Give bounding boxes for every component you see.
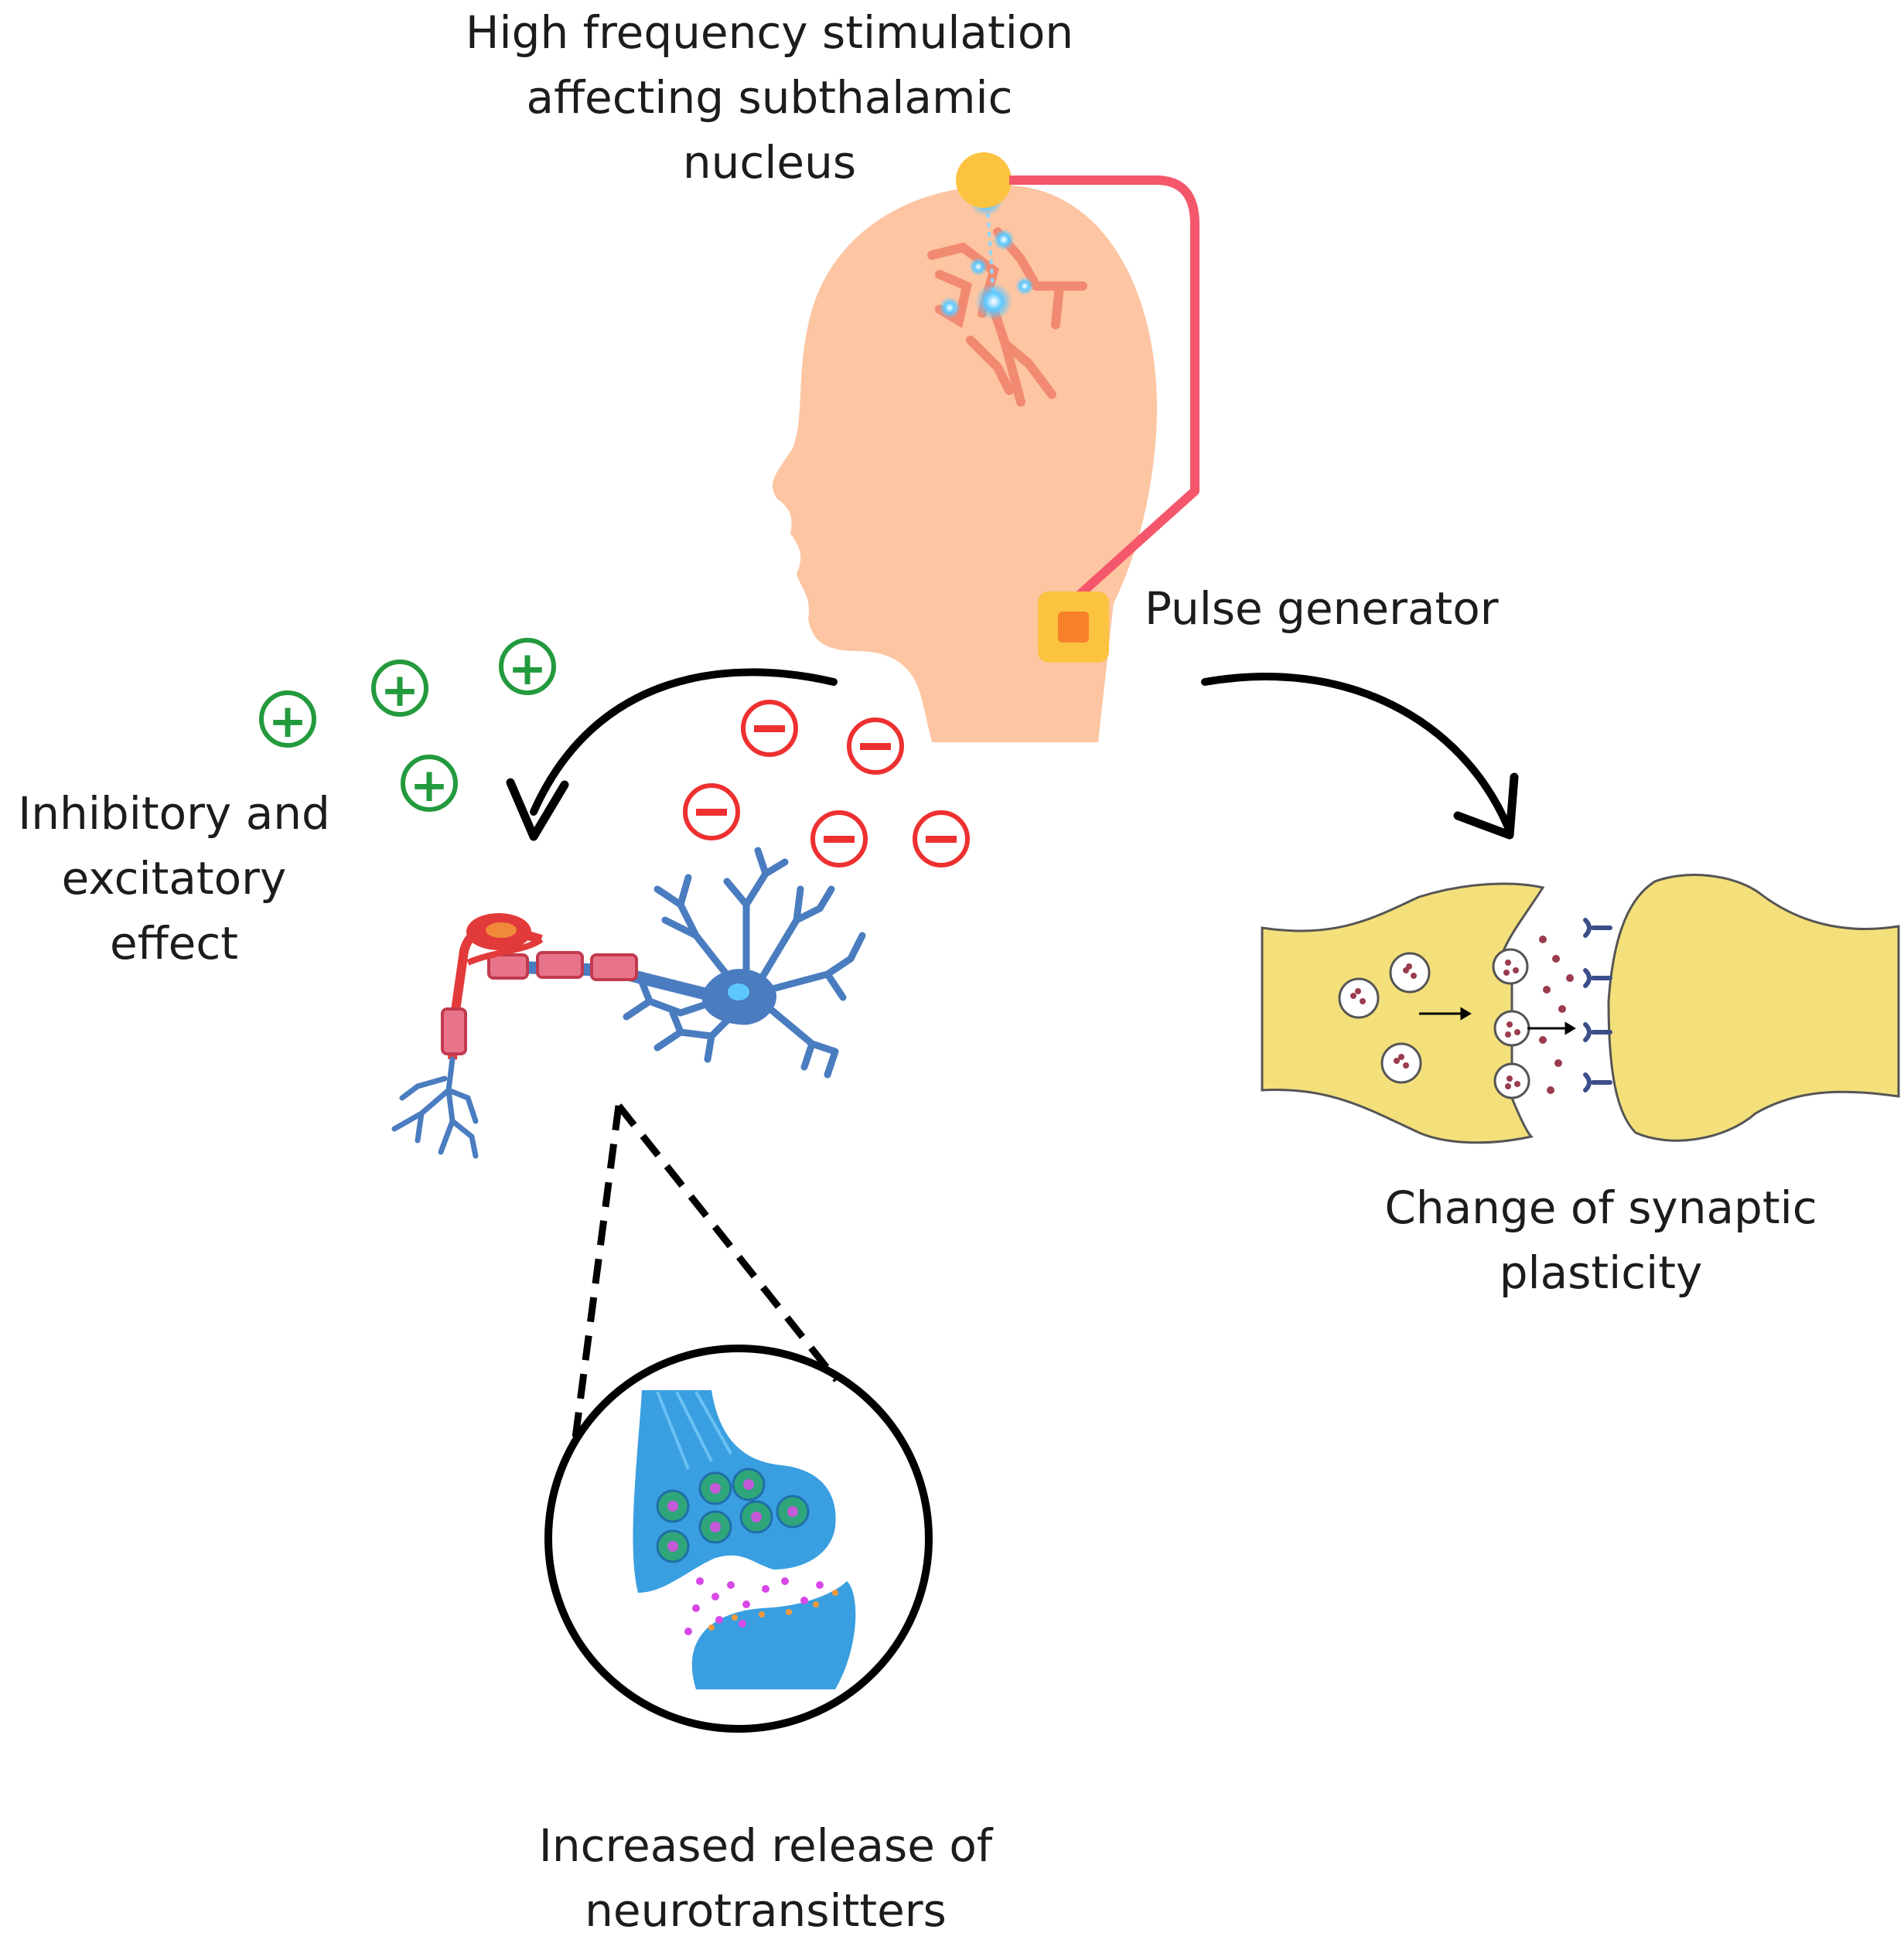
svg-text:+: +	[268, 694, 307, 748]
released-neurotransmitters	[684, 1577, 824, 1635]
minus-icon	[810, 810, 868, 868]
electrode-icon	[956, 152, 1012, 208]
synaptic-label-line-2: plasticity	[1499, 1246, 1703, 1299]
minus-icon	[847, 718, 904, 775]
inhibitory-excitatory-label: Inhibitory and excitatory effect	[0, 781, 348, 976]
right-curved-arrow	[1201, 673, 1512, 831]
stimulation-label-line-3: nucleus	[682, 136, 857, 189]
postsynaptic-neuron	[1607, 874, 1900, 1142]
neurotransmitter-label: Increased release of neurotransitters	[479, 1813, 1052, 1943]
neurotransmitter-label-line-1: Increased release of	[538, 1819, 993, 1872]
excitatory-charges: + + + +	[259, 638, 556, 813]
svg-text:+: +	[410, 758, 449, 813]
synapse-arrows	[1419, 1007, 1576, 1035]
pulse-generator-label-text: Pulse generator	[1145, 582, 1499, 635]
presynaptic-neuron	[1261, 882, 1545, 1144]
left-curved-arrow	[530, 668, 838, 816]
neuron-illustration	[391, 847, 866, 1159]
pulse-generator-label: Pulse generator	[1145, 576, 1547, 641]
plus-icon: +	[259, 690, 316, 748]
stimulation-label: High frequency stimulation affecting sub…	[433, 0, 1106, 195]
neurotransmitter-label-line-2: neurotransitters	[585, 1884, 947, 1937]
synapse-vesicles	[1338, 948, 1530, 1099]
stimulation-label-line-2: affecting subthalamic	[526, 71, 1013, 124]
inhibitory-charges	[683, 700, 970, 868]
minus-icon	[683, 783, 740, 840]
postsynaptic-terminal	[691, 1581, 856, 1689]
zoom-callout	[544, 1103, 933, 1733]
head-illustration	[772, 152, 1199, 743]
synaptic-label-line-1: Change of synaptic	[1384, 1181, 1817, 1234]
plus-icon: +	[499, 638, 556, 696]
minus-icon	[913, 810, 970, 868]
svg-text:+: +	[508, 642, 547, 696]
stimulation-label-line-1: High frequency stimulation	[465, 6, 1074, 59]
synapse-illustration	[1261, 874, 1900, 1144]
lead-wire	[1009, 176, 1199, 599]
svg-text:+: +	[380, 663, 419, 718]
neuron-dendrites	[623, 847, 866, 1079]
pulse-generator-icon	[1038, 591, 1109, 663]
curved-arrows	[506, 668, 1519, 841]
synapse-closeup	[633, 1390, 856, 1689]
inhibitory-label-line-1: Inhibitory and	[18, 787, 330, 840]
synaptic-plasticity-label: Change of synaptic plasticity	[1330, 1175, 1872, 1305]
minus-icon	[741, 700, 798, 757]
axon-terminals	[391, 1056, 479, 1159]
inhibitory-label-line-3: effect	[110, 917, 238, 970]
neuron-nucleus	[728, 983, 749, 1000]
plus-icon: +	[371, 660, 428, 718]
receptors	[1583, 918, 1612, 1093]
inhibitory-label-line-2: excitatory	[61, 852, 287, 905]
zoom-circle	[544, 1345, 933, 1733]
plus-icon: +	[401, 755, 458, 813]
myelin-sheath	[487, 951, 638, 981]
